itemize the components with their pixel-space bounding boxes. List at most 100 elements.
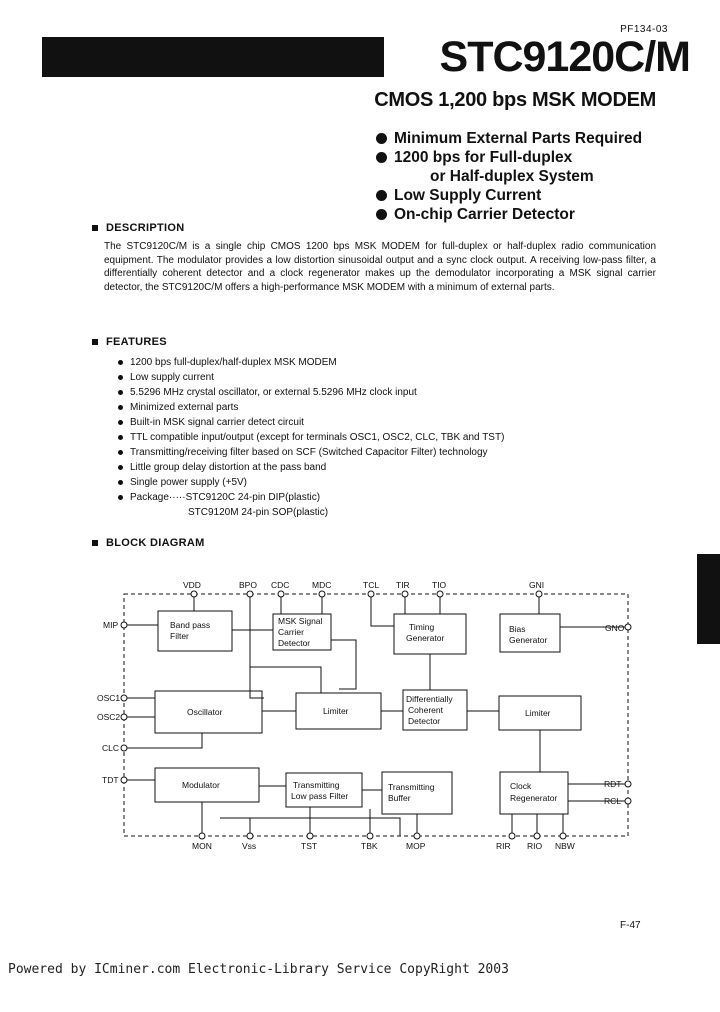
bullet-icon xyxy=(118,450,123,455)
pin-label-tio: TIO xyxy=(432,580,447,590)
pin-icon xyxy=(624,623,632,631)
clock-label: Regenerator xyxy=(510,793,557,803)
pin-label-vss: Vss xyxy=(242,841,256,851)
pin-icon xyxy=(246,832,254,840)
limiter1-label: Limiter xyxy=(323,706,349,716)
pin-label-tir: TIR xyxy=(396,580,410,590)
pin-label-tbk: TBK xyxy=(361,841,378,851)
pin-icon xyxy=(436,590,444,598)
description-body: The STC9120C/M is a single chip CMOS 120… xyxy=(104,241,656,293)
pin-label-gni: GNI xyxy=(529,580,544,590)
pin-label-tst: TST xyxy=(301,841,317,851)
bullet-icon xyxy=(118,495,123,500)
pin-label-rcl: RCL xyxy=(604,796,621,806)
bandpass-label: Band pass xyxy=(170,620,210,630)
timing-label: Generator xyxy=(406,633,444,643)
bullet-icon xyxy=(376,152,387,163)
feature-item: Built-in MSK signal carrier detect circu… xyxy=(118,415,504,430)
carrier-label: MSK Signal xyxy=(278,616,323,626)
pin-icon xyxy=(198,832,206,840)
bias-label: Bias xyxy=(509,624,526,634)
feature-item: 1200 bps full-duplex/half-duplex MSK MOD… xyxy=(118,355,504,370)
side-tab-marker xyxy=(697,554,720,644)
pin-icon xyxy=(246,590,254,598)
feature-text: 5.5296 MHz crystal oscillator, or extern… xyxy=(130,387,417,398)
highlight-text: 1200 bps for Full-duplex xyxy=(394,149,573,166)
highlight-item: On-chip Carrier Detector xyxy=(376,205,642,224)
pin-icon xyxy=(120,776,128,784)
block-diagram-heading: BLOCK DIAGRAM xyxy=(92,537,205,549)
coherent-detector-block xyxy=(402,689,468,731)
oscillator-label: Oscillator xyxy=(187,707,223,717)
bullet-icon xyxy=(118,405,123,410)
chip-outline xyxy=(123,593,629,837)
bandpass-label: Filter xyxy=(170,631,189,641)
description-heading: DESCRIPTION xyxy=(92,222,184,234)
timing-label: Timing xyxy=(409,622,434,632)
pin-icon xyxy=(318,590,326,598)
limiter2-label: Limiter xyxy=(525,708,551,718)
highlight-text: Low Supply Current xyxy=(394,187,542,204)
pin-icon xyxy=(366,832,374,840)
pin-label-osc2: OSC2 xyxy=(97,712,120,722)
package-m: STC9120M 24-pin SOP(plastic) xyxy=(188,507,329,518)
clock-regenerator-block xyxy=(499,771,569,815)
pin-label-rio: RIO xyxy=(527,841,543,851)
bullet-icon xyxy=(376,190,387,201)
pin-icon xyxy=(401,590,409,598)
highlight-item: or Half-duplex System xyxy=(376,167,642,186)
title-box xyxy=(384,37,690,77)
pin-icon xyxy=(535,590,543,598)
feature-text: TTL compatible input/output (except for … xyxy=(130,432,505,443)
bullet-icon xyxy=(118,480,123,485)
txlpf-label: Low pass Filter xyxy=(291,791,348,801)
highlight-text: or Half-duplex System xyxy=(430,168,594,185)
feature-text: Transmitting/receiving filter based on S… xyxy=(130,447,488,458)
footer-credit: Powered by ICminer.com Electronic-Librar… xyxy=(8,962,509,977)
pin-label-vdd: VDD xyxy=(183,580,201,590)
pin-label-mdc: MDC xyxy=(312,580,331,590)
pin-label-rir: RIR xyxy=(496,841,511,851)
pin-label-mop: MOP xyxy=(406,841,426,851)
feature-item: TTL compatible input/output (except for … xyxy=(118,430,504,445)
feature-text: Little group delay distortion at the pas… xyxy=(130,462,327,473)
bullet-icon xyxy=(118,375,123,380)
pin-label-tcl: TCL xyxy=(363,580,379,590)
features-heading: FEATURES xyxy=(92,336,167,348)
bullet-icon xyxy=(118,360,123,365)
carrier-label: Carrier xyxy=(278,627,304,637)
page-number: F-47 xyxy=(620,920,641,931)
bullet-icon xyxy=(376,133,387,144)
pin-label-bpo: BPO xyxy=(239,580,257,590)
modulator-block xyxy=(154,767,260,803)
highlight-item: 1200 bps for Full-duplex xyxy=(376,148,642,167)
highlight-text: On-chip Carrier Detector xyxy=(394,206,575,223)
pin-label-mon: MON xyxy=(192,841,212,851)
package-dots: ····· xyxy=(168,492,186,503)
feature-item: 5.5296 MHz crystal oscillator, or extern… xyxy=(118,385,504,400)
feature-text: Built-in MSK signal carrier detect circu… xyxy=(130,417,304,428)
bullet-icon xyxy=(118,435,123,440)
bullet-icon xyxy=(118,465,123,470)
feature-text: Single power supply (+5V) xyxy=(130,477,248,488)
pin-icon xyxy=(413,832,421,840)
bias-label: Generator xyxy=(509,635,547,645)
highlight-list: Minimum External Parts Required 1200 bps… xyxy=(376,129,642,224)
package-label: Package xyxy=(130,492,169,503)
feature-item: Package·····STC9120C 24-pin DIP(plastic) xyxy=(118,490,504,505)
coherent-label: Differentially xyxy=(406,694,453,704)
feature-text: Low supply current xyxy=(130,372,214,383)
feature-text: Minimized external parts xyxy=(130,402,239,413)
pin-icon xyxy=(306,832,314,840)
pin-icon xyxy=(533,832,541,840)
feature-item: Transmitting/receiving filter based on S… xyxy=(118,445,504,460)
pin-label-cdc: CDC xyxy=(271,580,289,590)
carrier-label: Detector xyxy=(278,638,310,648)
pin-icon xyxy=(120,694,128,702)
pin-icon xyxy=(190,590,198,598)
coherent-label: Coherent xyxy=(408,705,444,715)
pin-label-rdt: RDT xyxy=(604,779,621,789)
txlpf-label: Transmitting xyxy=(293,780,340,790)
txbuf-label: Transmitting xyxy=(388,782,435,792)
